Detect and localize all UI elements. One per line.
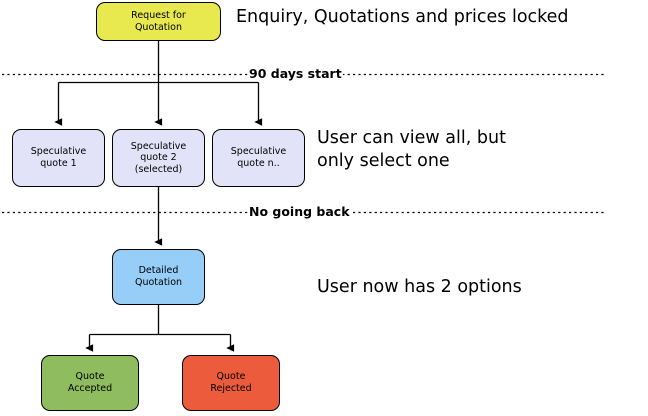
node-quote-accepted-label: Quote Accepted [67,371,113,394]
node-quote-accepted[interactable]: Quote Accepted [41,355,139,411]
annotation-user-can-view-all: User can view all, but only select one [317,128,506,172]
node-speculative-quote-1-label: Speculative quote 1 [30,146,87,169]
annotation-enquiry-prices-locked: Enquiry, Quotations and prices locked [236,7,569,27]
node-speculative-quote-1[interactable]: Speculative quote 1 [12,129,105,187]
phase-label-90-days-start: 90 days start [248,66,343,81]
node-quote-rejected-label: Quote Rejected [210,371,252,394]
node-speculative-quote-2-label: Speculative quote 2 (selected) [130,140,187,175]
phase-label-no-going-back: No going back [248,204,351,219]
node-request-for-quotation[interactable]: Request for Quotation [96,2,221,41]
node-speculative-quote-n[interactable]: Speculative quote n.. [212,129,305,187]
node-speculative-quote-n-label: Speculative quote n.. [230,146,287,169]
node-detailed-quotation-label: Detailed Quotation [134,265,183,288]
node-detailed-quotation[interactable]: Detailed Quotation [112,249,205,305]
node-speculative-quote-2-selected[interactable]: Speculative quote 2 (selected) [112,129,205,187]
annotation-user-now-has-2-options: User now has 2 options [317,277,522,297]
node-quote-rejected[interactable]: Quote Rejected [182,355,280,411]
node-request-for-quotation-label: Request for Quotation [131,9,186,33]
